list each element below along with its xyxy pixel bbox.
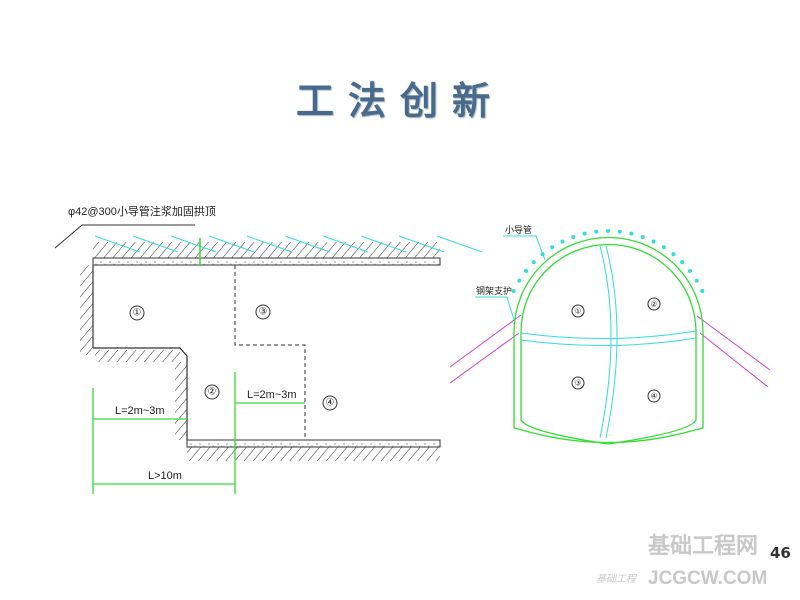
anchor-lines — [449, 314, 771, 388]
pipe-dot — [694, 278, 699, 283]
lining-bottom — [186, 439, 441, 448]
pipe-dot — [571, 234, 576, 239]
dimension-lines — [92, 372, 305, 494]
grouting-pipe — [398, 235, 445, 253]
section-4: ④ — [650, 392, 657, 401]
pipe-leader — [54, 224, 195, 249]
pipe-dot — [661, 245, 666, 250]
section-1: ① — [133, 308, 142, 319]
pipe-dot — [550, 245, 555, 250]
pipe-dot — [671, 252, 676, 257]
section-3: ③ — [259, 307, 268, 318]
grouting-pipe — [208, 235, 255, 253]
dim-step2: L=2m~3m — [247, 389, 297, 401]
pipe-dot — [594, 229, 599, 234]
page-number: 46 — [770, 544, 791, 562]
section-3: ③ — [574, 379, 581, 388]
ground-hatch-top — [93, 242, 440, 258]
grouting-pipe — [170, 235, 217, 253]
ground-hatch-bottom — [187, 447, 440, 461]
pipe-dot — [680, 260, 685, 265]
support-label: 钢架支护 — [476, 285, 512, 296]
grouting-pipe — [436, 235, 483, 253]
grouting-pipe — [284, 235, 331, 253]
temporary-supports — [520, 245, 697, 439]
pipe-dot — [531, 260, 536, 265]
watermark-small: 基础工程 — [596, 574, 636, 585]
dim-total: L>10m — [148, 470, 182, 482]
step-wall-hatch — [175, 362, 187, 440]
dim-step1: L=2m~3m — [115, 405, 165, 417]
ground-hatch-left — [80, 265, 93, 355]
pipe-dot — [651, 239, 656, 244]
pipe-dots — [511, 229, 705, 294]
watermark-en: JCGCW.COM — [648, 568, 768, 589]
pipe-dot — [700, 289, 705, 294]
pipe-label: φ42@300小导管注浆加固拱顶 — [68, 204, 216, 218]
pipe-dot — [629, 231, 634, 236]
section-2: ② — [208, 387, 217, 398]
excavation-boundary — [234, 265, 306, 440]
pipe-dot — [511, 289, 516, 294]
pipe-dot — [517, 278, 522, 283]
section-4: ④ — [326, 398, 335, 409]
pipe-dot — [582, 231, 587, 236]
step-hatch — [95, 350, 180, 362]
outer-lining — [513, 236, 704, 444]
grouting-pipe — [360, 235, 407, 253]
pipe-dot — [687, 268, 692, 273]
watermark-cn: 基础工程网 — [648, 534, 759, 559]
pipe-dot — [640, 234, 645, 239]
grouting-pipe — [322, 235, 369, 253]
slide-title: 工法创新 — [295, 78, 504, 123]
lining-top — [92, 257, 441, 266]
pipe-dot — [606, 229, 610, 233]
grouting-pipe — [132, 235, 179, 253]
inner-lining — [520, 243, 697, 445]
section-markers-right: ① ② ③ ④ — [571, 297, 661, 403]
section-1: ① — [574, 307, 581, 316]
pipe-leader-right — [503, 235, 546, 261]
grouting-pipes — [94, 235, 483, 253]
section-2: ② — [650, 300, 657, 309]
section-markers-left: ① ② ③ ④ — [129, 304, 338, 411]
cross-section: 小导管 钢架支护 ① ② ③ ④ — [449, 224, 771, 445]
grouting-pipe — [246, 235, 293, 253]
longitudinal-section: φ42@300小导管注浆加固拱顶 ① ② ③ ④ L=2m~3m L=2m~3m… — [54, 204, 483, 494]
pipe-dot — [617, 229, 622, 234]
pipe-dot — [560, 239, 565, 244]
pipe-dot — [524, 268, 529, 273]
pipe-label-right: 小导管 — [505, 224, 532, 235]
grouting-pipe — [94, 235, 141, 253]
support-leader — [475, 296, 515, 321]
